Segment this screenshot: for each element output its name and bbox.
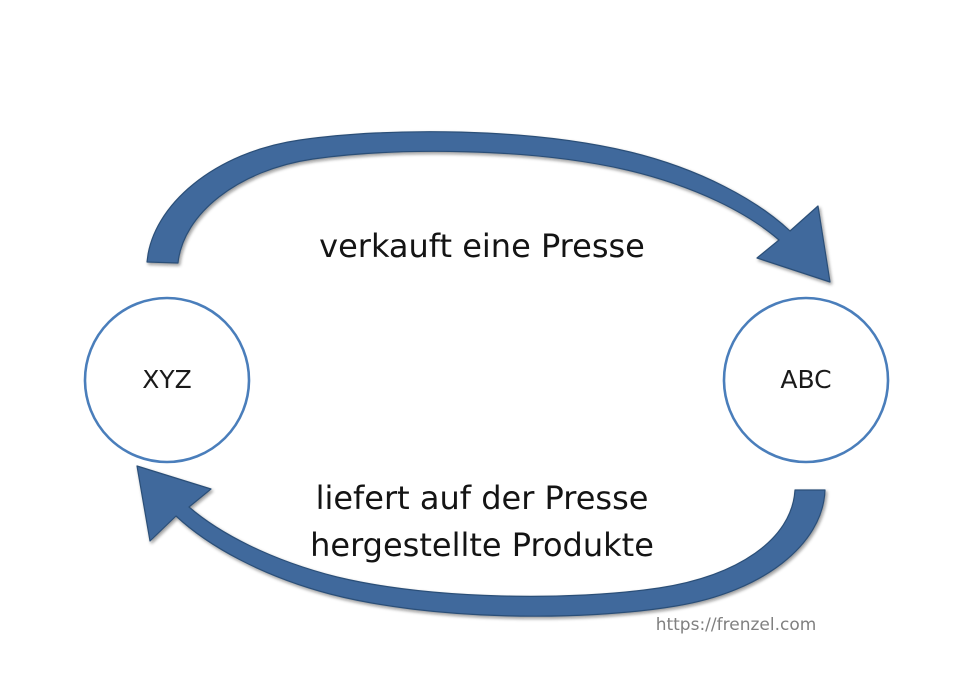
- top-arrow: [146, 131, 831, 283]
- node-xyz-circle[interactable]: [83, 296, 251, 464]
- watermark-label: https://frenzel.com: [656, 615, 817, 635]
- bottom-arrow: [136, 465, 826, 617]
- node-xyz-label: XYZ: [142, 365, 192, 394]
- node-abc-circle[interactable]: [722, 296, 890, 464]
- bottom-arrow-shaft-and-head: [136, 465, 826, 617]
- top-arrow-shaft-and-head: [146, 131, 831, 283]
- node-abc-label: ABC: [780, 365, 831, 394]
- node-abc[interactable]: ABC: [722, 296, 890, 464]
- bottom-edge-label-line2: hergestellte Produkte: [310, 526, 654, 564]
- top-edge-label: verkauft eine Presse: [319, 227, 645, 265]
- bottom-edge-label-line1: liefert auf der Presse: [316, 479, 649, 517]
- node-xyz[interactable]: XYZ: [83, 296, 251, 464]
